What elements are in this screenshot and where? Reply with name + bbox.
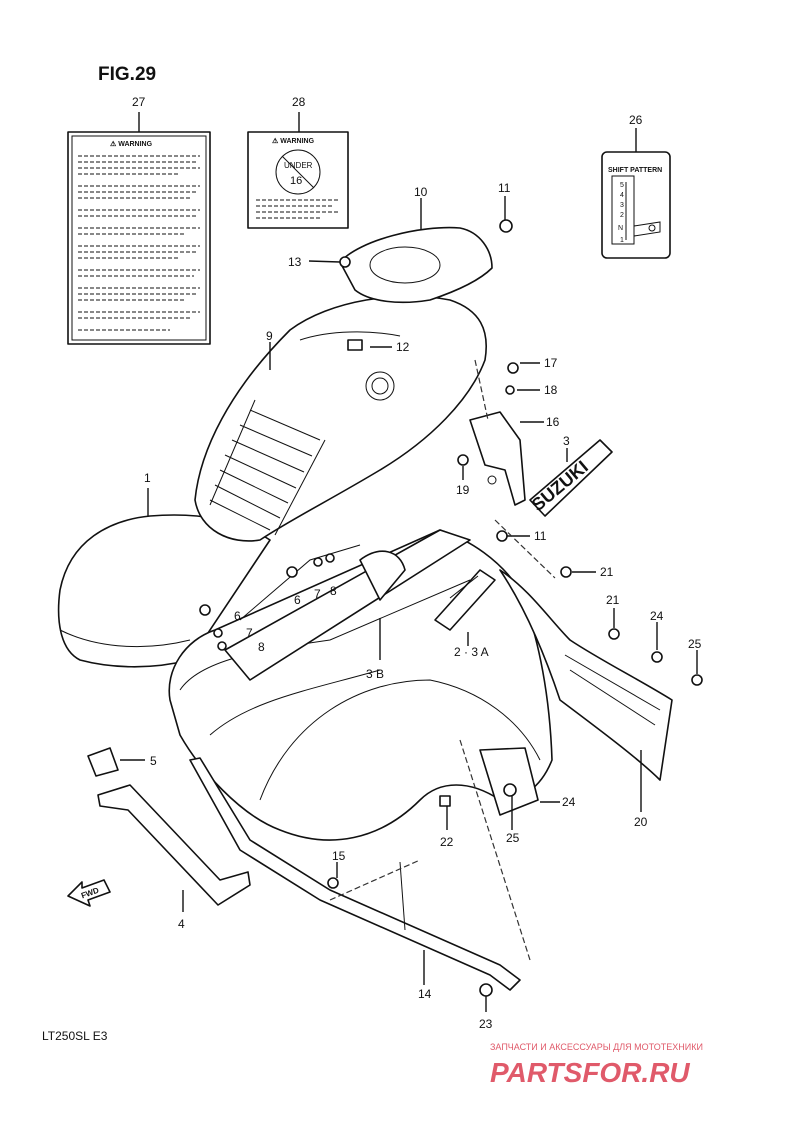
decal-2-3A [434, 569, 496, 631]
callout-9: 9 [266, 329, 273, 343]
callout-24-a: 24 [650, 609, 664, 623]
cushion-19 [457, 454, 469, 466]
bracket-4 [97, 784, 251, 906]
callout-8-b: 8 [258, 640, 265, 654]
front-cover-9 [194, 295, 487, 542]
dashed-guides [329, 359, 556, 961]
callout-2-3A: 2 · 3 A [454, 645, 489, 659]
callout-16: 16 [546, 415, 560, 429]
callout-8-a: 8 [330, 584, 337, 598]
cushion-5 [87, 747, 119, 777]
screw-21-a [560, 566, 572, 578]
callout-19: 19 [456, 483, 470, 497]
washer-7-a [313, 557, 323, 567]
suzuki-logo-text: SUZUKI [528, 457, 592, 515]
top-cover-10 [339, 226, 493, 304]
gear-3: 3 [620, 202, 624, 209]
callout-21-a: 21 [600, 565, 614, 579]
suzuki-emblem-3: SUZUKI [528, 439, 613, 517]
screw-21-b [608, 628, 620, 640]
callout-7-b: 7 [246, 626, 253, 640]
screw-13 [339, 256, 351, 268]
callout-20: 20 [634, 815, 648, 829]
gear-1: 1 [620, 237, 624, 244]
nut-25-a [503, 783, 517, 797]
bolt-6-b [199, 604, 211, 616]
callout-28: 28 [292, 95, 306, 109]
callout-11-top: 11 [498, 181, 511, 195]
callout-6-a: 6 [294, 593, 301, 607]
bracket-16 [469, 411, 526, 506]
washer-18 [505, 385, 515, 395]
callout-11-mid: 11 [534, 529, 547, 543]
callout-27: 27 [132, 95, 146, 109]
callout-5: 5 [150, 754, 157, 768]
bolt-11-top [499, 219, 513, 233]
callout-7-a: 7 [314, 587, 321, 601]
bolt-24-a [651, 651, 663, 663]
callout-1: 1 [144, 471, 151, 485]
callout-3B: 3 B [366, 667, 384, 681]
watermark-tagline: ЗАПЧАСТИ И АКСЕССУАРЫ ДЛЯ МОТОТЕХНИКИ [490, 1042, 703, 1052]
inner-panel-3B [224, 529, 471, 681]
grille-slats [209, 399, 326, 536]
warning-28-heading: ⚠ WARNING [272, 137, 315, 145]
warning-28-text-lines [256, 199, 340, 219]
mud-guard-20 [499, 569, 673, 781]
under-text: UNDER [284, 161, 313, 170]
shift-pattern-label-26: SHIFT PATTERN 5 4 3 2 N 1 [601, 151, 671, 259]
shift-pattern-title: SHIFT PATTERN [608, 167, 662, 174]
fwd-arrow-icon: FWD [67, 879, 111, 907]
callout-21-b: 21 [606, 593, 620, 607]
cushion-8-b [217, 641, 227, 651]
callout-25-a: 25 [506, 831, 520, 845]
gear-5: 5 [620, 182, 624, 189]
brace-14 [189, 757, 521, 991]
callout-10: 10 [414, 185, 428, 199]
bolt-11-mid [496, 530, 508, 542]
callout-22: 22 [440, 835, 454, 849]
callout-13: 13 [288, 255, 302, 269]
callout-24-b: 25 [688, 637, 702, 651]
under-age: 16 [290, 175, 302, 187]
warning-27-text-lines [78, 155, 200, 331]
callout-3: 3 [563, 434, 570, 448]
callout-26: 26 [629, 113, 643, 127]
cushion-8-a [325, 553, 335, 563]
callout-18: 18 [544, 383, 558, 397]
nut-25-b [479, 983, 493, 997]
callout-23: 24 [562, 795, 576, 809]
bolt-17 [507, 362, 519, 374]
warning-label-28: ⚠ WARNING UNDER 16 [247, 131, 349, 229]
warning-label-27: ⚠ WARNING [67, 131, 211, 345]
warning-27-heading: ⚠ WARNING [110, 140, 153, 148]
callouts: 27 28 26 10 11 13 12 9 17 18 16 3 19 1 1… [132, 95, 702, 1031]
callout-12: 12 [396, 340, 410, 354]
nut-12 [347, 339, 363, 351]
model-code: LT250SL E3 [42, 1029, 108, 1043]
leader-lines [120, 112, 698, 1012]
bolt-24-b [691, 674, 703, 686]
cover-23 [479, 747, 539, 816]
callout-6-b: 6 [234, 609, 241, 623]
callout-17: 17 [544, 356, 558, 370]
hardware [199, 219, 703, 997]
callout-25-b: 23 [479, 1017, 493, 1031]
gear-2: 2 [620, 212, 624, 219]
watermark-brand: PARTSFOR.RU [490, 1057, 690, 1088]
callout-15: 15 [332, 849, 346, 863]
washer-7-b [213, 628, 223, 638]
nut-22 [439, 795, 451, 807]
gear-n: N [618, 225, 623, 232]
gear-4: 4 [620, 192, 624, 199]
callout-4: 4 [178, 917, 185, 931]
bolt-6-a [286, 566, 298, 578]
figure-title: FIG.29 [98, 64, 156, 85]
bolt-15 [327, 877, 339, 889]
callout-14: 14 [418, 987, 432, 1001]
